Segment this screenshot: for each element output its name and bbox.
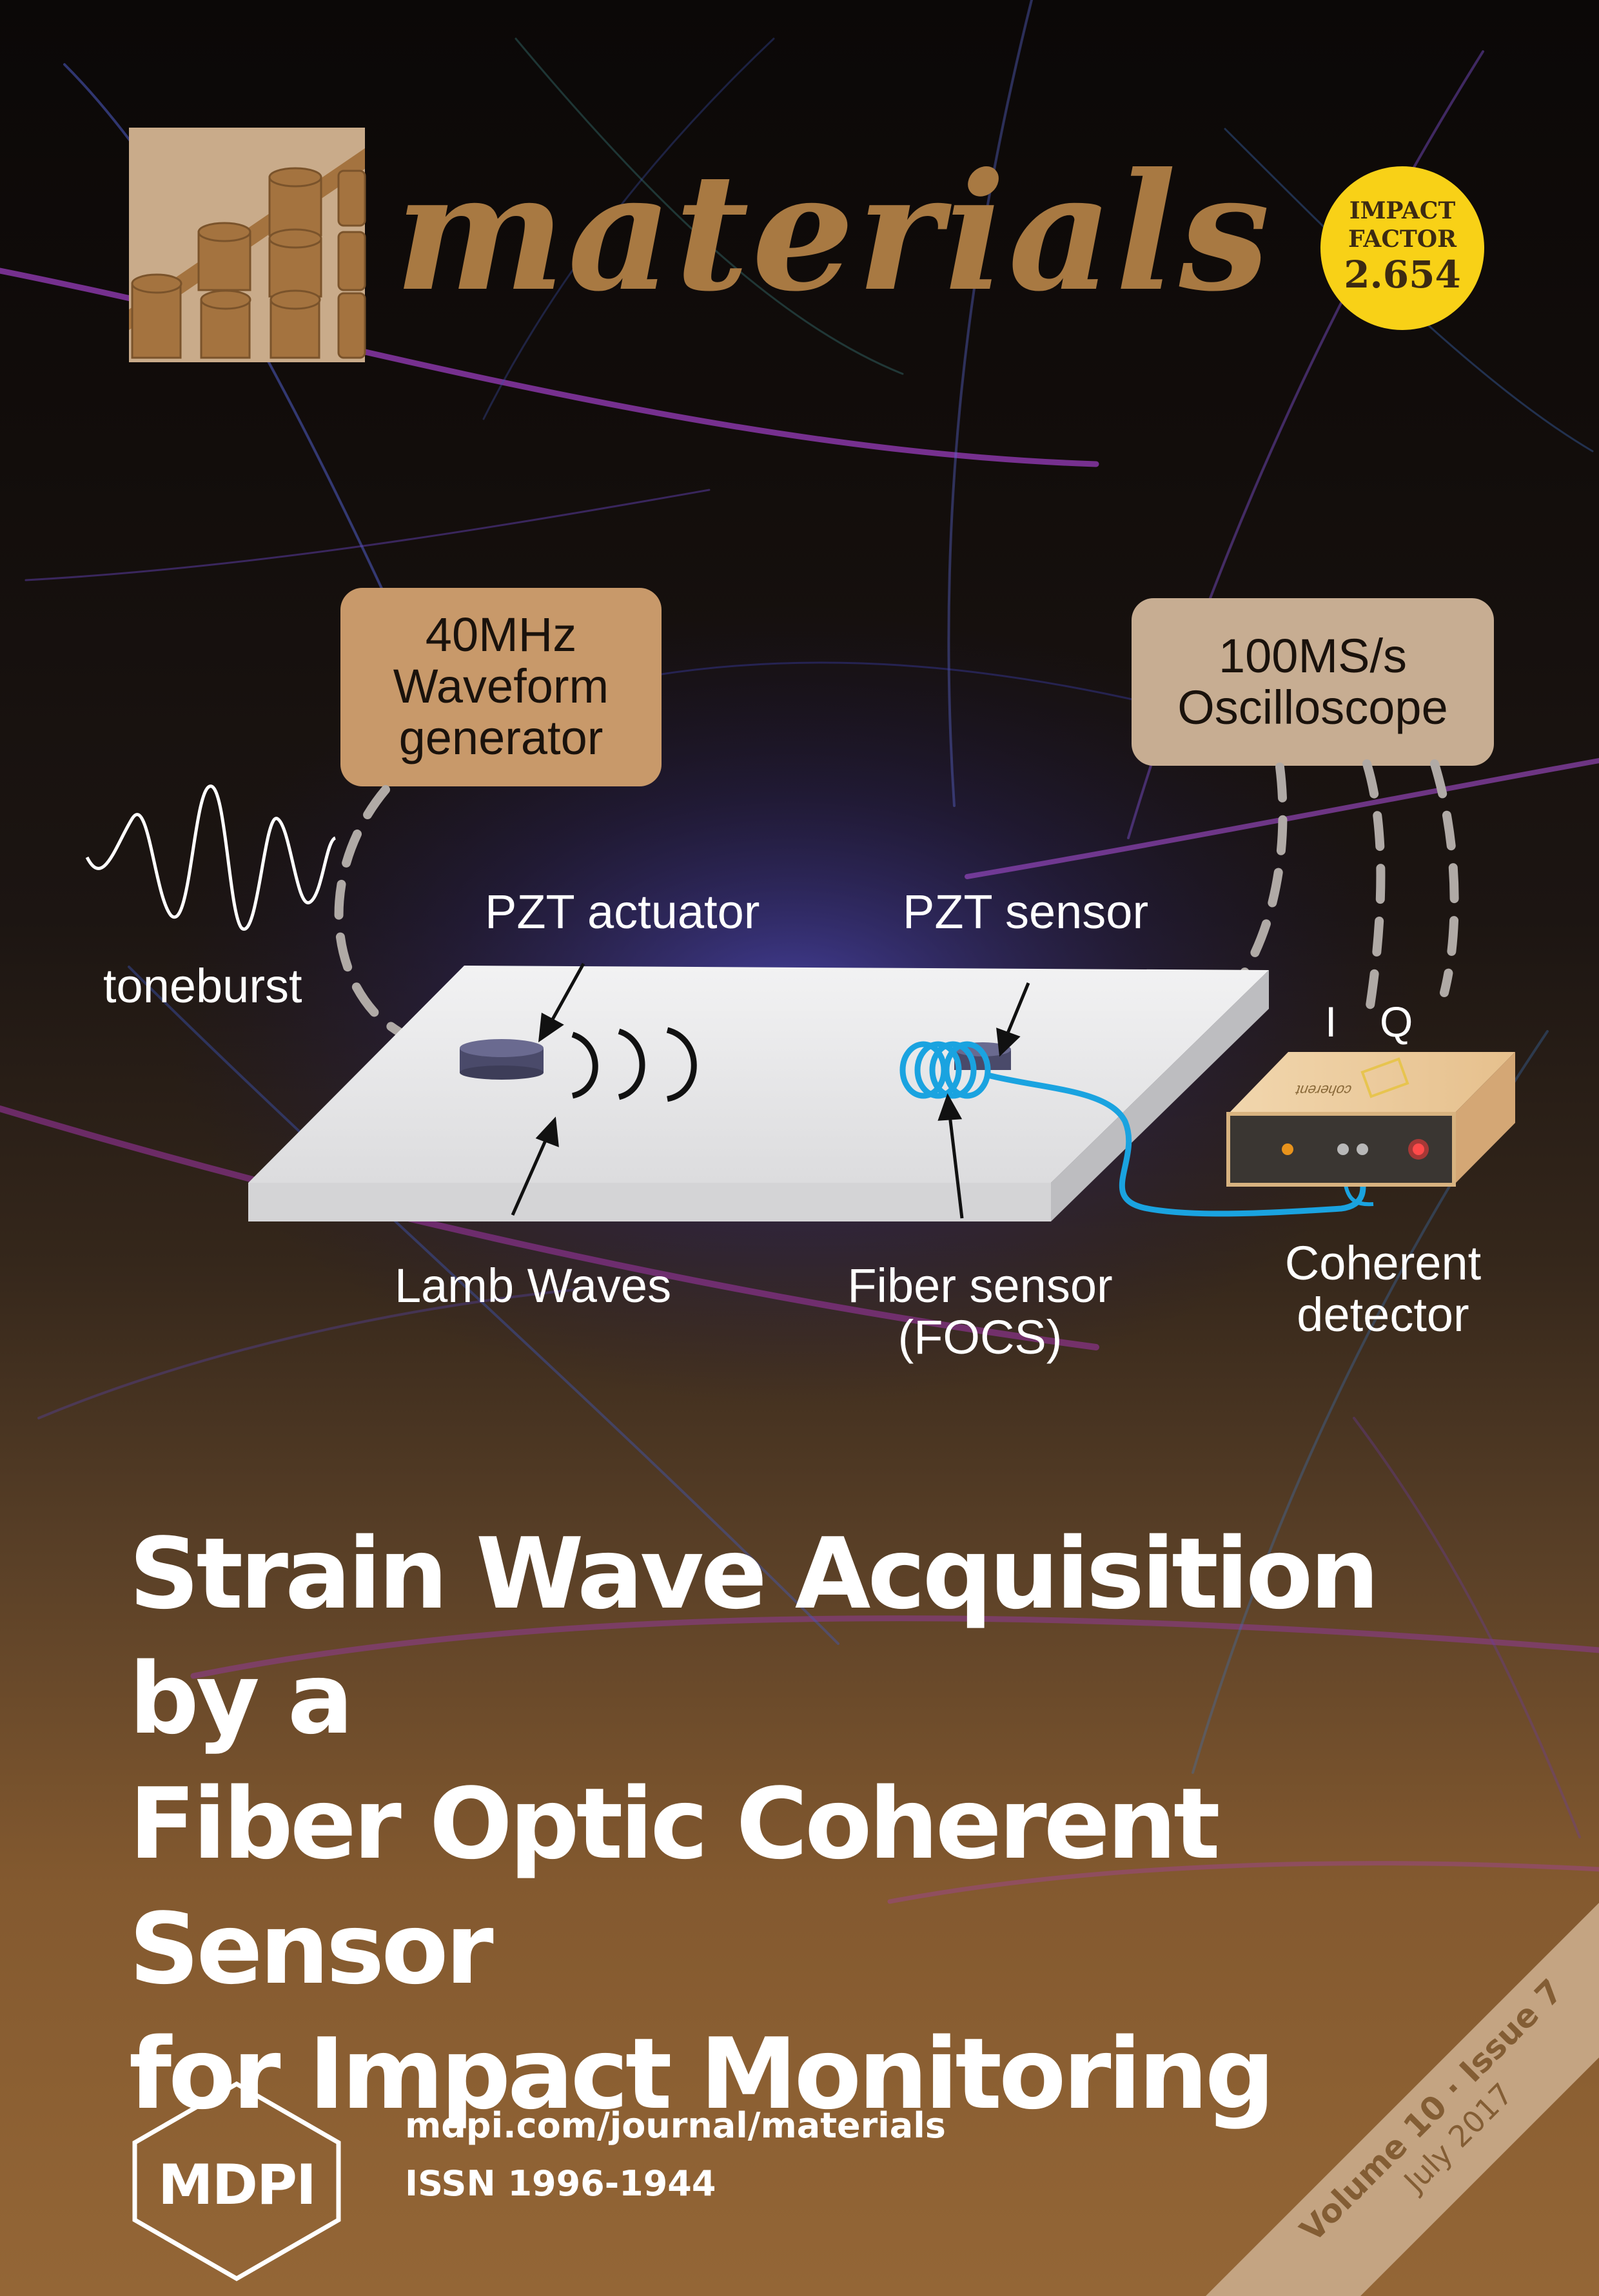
i-channel-label: I xyxy=(1325,998,1337,1046)
q-channel-label: Q xyxy=(1380,998,1413,1046)
toneburst-waveform xyxy=(85,784,337,931)
oscilloscope-line-1: 100MS/s xyxy=(1218,629,1408,683)
pzt-sensor-label: PZT sensor xyxy=(903,885,1149,939)
coherent-detector-line-1: Coherent xyxy=(1284,1236,1482,1290)
mdpi-logo-text: MDPI xyxy=(158,2153,317,2217)
toneburst-label: toneburst xyxy=(103,959,302,1013)
article-title: Strain Wave Acquisition by a Fiber Optic… xyxy=(129,1512,1515,2137)
journal-url[interactable]: mdpi.com/journal/materials xyxy=(405,2105,946,2146)
oscilloscope-box xyxy=(1132,598,1494,766)
fiber-sensor-label: Fiber sensor (FOCS) xyxy=(832,1260,1128,1363)
coherent-detector-line-2: detector xyxy=(1297,1288,1469,1341)
fiber-coil-icon xyxy=(899,1041,991,1099)
pzt-actuator-label: PZT actuator xyxy=(485,885,760,939)
device-label: coherent xyxy=(1293,1082,1354,1098)
generator-line-3: generator xyxy=(398,711,603,764)
generator-line-1: 40MHz xyxy=(425,608,577,661)
materials-logo-icon xyxy=(129,128,366,362)
issn-number: ISSN 1996-1944 xyxy=(405,2163,716,2204)
factor-label: FACTOR xyxy=(1348,226,1457,253)
impact-label: IMPACT xyxy=(1349,197,1456,224)
generator-box-text: 40MHz Waveform generator xyxy=(340,609,662,764)
title-line-3: for Impact Monitoring xyxy=(129,2017,1275,2131)
pzt-actuator-disk xyxy=(460,1039,544,1080)
coherent-detector-label: Coherent detector xyxy=(1248,1238,1518,1341)
light-streaks xyxy=(0,0,1599,1904)
title-line-1: Strain Wave Acquisition by a xyxy=(129,1517,1380,1756)
waveform-generator-box xyxy=(340,588,662,786)
journal-name: materials xyxy=(395,137,1273,327)
impact-factor-text: IMPACT FACTOR 2.654 xyxy=(1320,197,1484,296)
fiber-cable xyxy=(986,1072,1366,1217)
coherent-detector-device xyxy=(1226,1052,1515,1187)
oscilloscope-box-text: 100MS/s Oscilloscope xyxy=(1132,630,1494,734)
lamb-wave-arcs xyxy=(571,1027,697,1102)
fiber-sensor-line-2: (FOCS) xyxy=(898,1310,1063,1364)
lamb-waves-label: Lamb Waves xyxy=(395,1259,672,1312)
generator-line-2: Waveform xyxy=(393,659,609,713)
fiber-sensor-line-1: Fiber sensor xyxy=(847,1259,1113,1312)
mdpi-hexagon-icon xyxy=(132,2081,341,2282)
title-line-2: Fiber Optic Coherent Sensor xyxy=(129,1767,1221,2006)
pointer-arrows xyxy=(511,962,1030,1219)
issue-ribbon xyxy=(1206,1903,1599,2296)
impact-factor-value: 2.654 xyxy=(1344,253,1461,297)
oscilloscope-line-2: Oscilloscope xyxy=(1177,681,1448,734)
impact-factor-badge xyxy=(1320,166,1484,330)
